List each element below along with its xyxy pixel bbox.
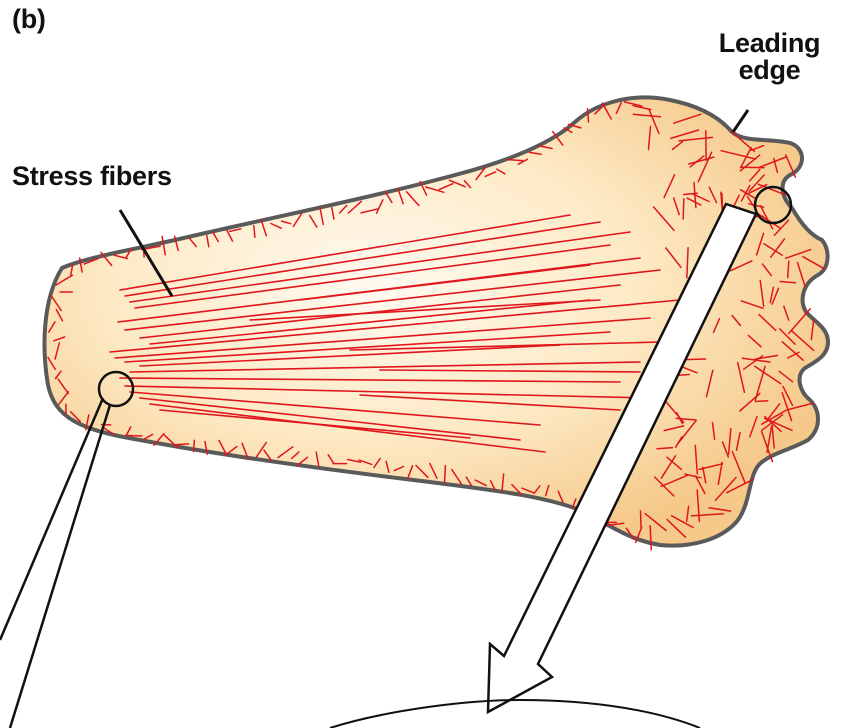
mesh-filament: [685, 359, 706, 360]
panel-label: (b): [12, 6, 46, 33]
mesh-filament: [641, 511, 642, 527]
stress-fibers-label: Stress fibers: [12, 163, 172, 190]
mesh-filament: [650, 526, 651, 550]
mesh-filament: [194, 440, 195, 451]
mesh-filament: [756, 401, 768, 402]
mesh-filament: [173, 444, 188, 445]
zoom-line-left-1: [0, 398, 103, 640]
mesh-filament: [588, 109, 589, 122]
leading-edge-label: Leading edge: [707, 30, 832, 84]
leading-edge-label-line1: Leading: [707, 30, 832, 57]
mesh-filament: [126, 435, 142, 436]
zoom-line-left-2: [10, 405, 110, 728]
mesh-filament: [683, 199, 684, 219]
mesh-filament: [445, 466, 446, 484]
leading-edge-label-line2: edge: [707, 57, 832, 84]
enlarged-view-outline: [330, 700, 700, 728]
mesh-filament: [508, 160, 522, 161]
leading-edge-leader-line: [733, 110, 748, 132]
